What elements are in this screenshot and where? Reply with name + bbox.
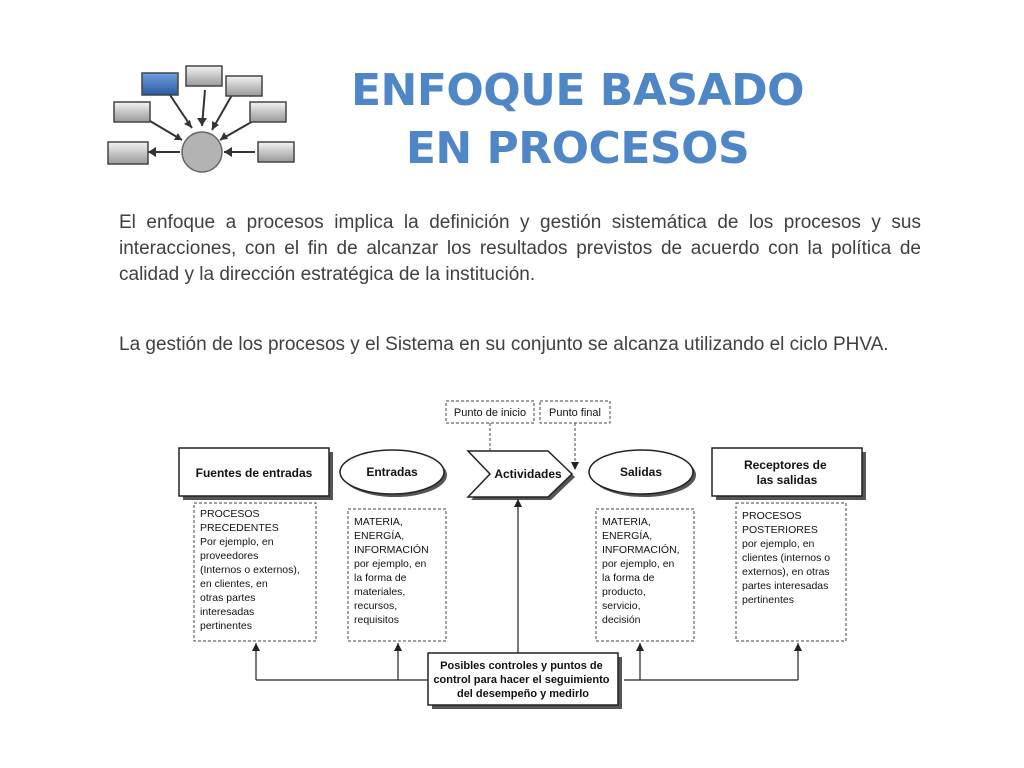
input-sources-detail-line: en clientes, en [200, 578, 268, 590]
inputs-label: Entradas [366, 465, 418, 479]
inputs-ellipse [339, 449, 445, 495]
output-receivers-detail-line: POSTERIORES [742, 524, 818, 536]
input-sources-detail-line: PROCESOS [200, 508, 260, 520]
inputs-detail-line: INFORMACIÓN [354, 543, 429, 556]
outputs-detail-line: MATERIA, [602, 516, 651, 528]
output-receivers-detail-line: clientes (internos o [742, 552, 830, 564]
outputs-detail-line: por ejemplo, en [602, 558, 675, 570]
output-receivers-detail-line: partes interesadas [742, 580, 828, 592]
outputs-detail: MATERIA, ENERGÍA, INFORMACIÓN, por ejemp… [602, 516, 683, 626]
input-sources-label: Fuentes de entradas [196, 466, 313, 480]
outputs-detail-line: producto, [602, 586, 646, 598]
input-sources-box [178, 447, 330, 497]
outputs-label: Salidas [620, 465, 662, 479]
outputs-detail-line: decisión [602, 614, 641, 626]
activities-label: Actividades [494, 467, 562, 481]
inputs-detail-line: ENERGÍA, [354, 529, 404, 542]
inputs-detail-line: por ejemplo, en [354, 558, 427, 570]
end-point-label: Punto final [549, 407, 601, 419]
output-receivers-line-1: Receptores de [744, 458, 827, 472]
page-title: ENFOQUE BASADO EN PROCESOS [310, 62, 845, 178]
controls-box [427, 652, 619, 706]
output-receivers-detail-line: pertinentes [742, 594, 794, 606]
inputs-detail-line: materiales, [354, 586, 405, 598]
inputs-detail: MATERIA, ENERGÍA, INFORMACIÓN por ejempl… [354, 516, 432, 626]
controls-label: Posibles controles y puntos de control p… [433, 660, 612, 700]
title-line-2: EN PROCESOS [405, 123, 750, 174]
start-point-label: Punto de inicio [454, 407, 526, 419]
input-sources-detail-line: interesadas [200, 606, 254, 618]
title-line-1: ENFOQUE BASADO [350, 65, 805, 116]
outputs-detail-box [595, 508, 695, 642]
input-sources-detail-line: proveedores [200, 550, 258, 562]
inputs-detail-line: MATERIA, [354, 516, 403, 528]
output-receivers-label: Receptores de las salidas [744, 458, 830, 487]
outputs-detail-line: ENERGÍA, [602, 529, 652, 542]
output-receivers-line-2: las salidas [757, 473, 818, 487]
inputs-detail-line: la forma de [354, 572, 407, 584]
activities-shape [466, 450, 574, 498]
process-diagram: Punto de inicio Punto final Fuentes de e… [178, 400, 866, 709]
input-sources-detail: PROCESOS PRECEDENTES Por ejemplo, en pro… [200, 508, 303, 632]
output-receivers-box [711, 447, 863, 497]
inputs-detail-box [347, 508, 447, 642]
controls-line: control para hacer el seguimiento [433, 674, 609, 686]
controls-line: del desempeño y medirlo [457, 688, 589, 700]
input-sources-detail-line: otras partes [200, 592, 255, 604]
outputs-detail-line: servicio, [602, 600, 641, 612]
input-sources-detail-line: pertinentes [200, 620, 252, 632]
output-receivers-detail-box [735, 502, 847, 642]
intro-paragraph: El enfoque a procesos implica la definic… [119, 212, 921, 285]
process-network-icon [107, 65, 295, 173]
input-sources-detail-line: (Internos o externos), [200, 564, 300, 576]
inputs-detail-line: recursos, [354, 600, 397, 612]
output-receivers-detail: PROCESOS POSTERIORES por ejemplo, en cli… [742, 510, 833, 606]
input-sources-detail-box [193, 502, 317, 642]
controls-line: Posibles controles y puntos de [440, 660, 603, 672]
inputs-detail-line: requisitos [354, 614, 399, 626]
output-receivers-detail-line: PROCESOS [742, 510, 802, 522]
outputs-ellipse [588, 449, 694, 495]
input-sources-detail-line: Por ejemplo, en [200, 536, 274, 548]
outputs-detail-line: INFORMACIÓN, [602, 543, 680, 556]
output-receivers-detail-line: por ejemplo, en [742, 538, 815, 550]
phva-paragraph: La gestión de los procesos y el Sistema … [119, 334, 889, 355]
start-point-box [445, 400, 535, 424]
outputs-detail-line: la forma de [602, 572, 655, 584]
output-receivers-detail-line: externos), en otras [742, 566, 830, 578]
input-sources-detail-line: PRECEDENTES [200, 522, 279, 534]
